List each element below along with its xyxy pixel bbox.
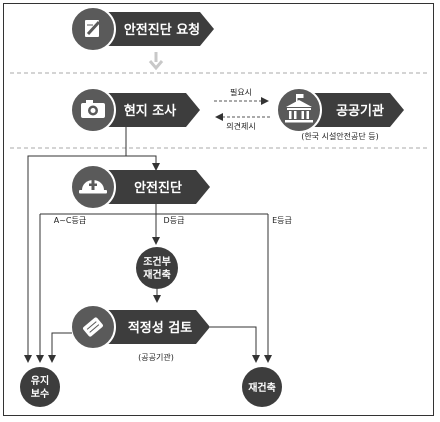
camera-icon bbox=[81, 100, 105, 118]
grade-ac-label: A~C등급 bbox=[54, 216, 86, 225]
magnifier-document-icon bbox=[83, 317, 103, 337]
grade-branch-lines: A~C등급 D등급 E등급 bbox=[36, 204, 292, 363]
review-output-lines bbox=[48, 326, 260, 363]
survey-branch-lines bbox=[24, 127, 160, 363]
if-needed-label: 필요시 bbox=[230, 87, 252, 97]
agency-label: 공공기관 bbox=[336, 103, 384, 119]
diagnosis-label: 안전진단 bbox=[134, 180, 182, 196]
survey-agency-arrows: 필요시 의견제시 bbox=[214, 87, 270, 131]
opinion-label: 의견제시 bbox=[226, 121, 255, 131]
request-to-survey-arrow bbox=[148, 52, 164, 71]
review-note: (공공기관) bbox=[138, 352, 174, 362]
rebuild-node: 재건축 bbox=[242, 367, 282, 407]
agency-note: (한국 시설안전공단 등) bbox=[301, 131, 379, 141]
request-node: 안전진단 요청 bbox=[70, 6, 214, 52]
conditional-line2: 재건축 bbox=[143, 268, 171, 281]
grade-d-label: D등급 bbox=[164, 216, 185, 225]
maintain-line2: 보수 bbox=[31, 388, 49, 400]
survey-label: 현지 조사 bbox=[124, 103, 176, 119]
maintain-line1: 유지 bbox=[31, 374, 49, 387]
conditional-node: 조건부 재건축 bbox=[136, 247, 178, 289]
hard-hat-icon bbox=[79, 180, 107, 194]
survey-node: 현지 조사 bbox=[70, 87, 200, 133]
grade-e-label: E등급 bbox=[272, 216, 292, 225]
pencil-note-icon bbox=[85, 20, 101, 37]
diagram-frame bbox=[3, 3, 434, 416]
government-building-icon bbox=[285, 94, 313, 123]
review-label: 적정성 검토 bbox=[128, 320, 192, 336]
review-node: 적정성 검토 (공공기관) bbox=[70, 304, 210, 362]
maintain-node: 유지 보수 bbox=[20, 367, 60, 407]
request-label: 안전진단 요청 bbox=[124, 22, 200, 38]
agency-node: 공공기관 (한국 시설안전공단 등) bbox=[276, 87, 404, 141]
diagnosis-node: 안전진단 bbox=[70, 164, 210, 210]
conditional-line1: 조건부 bbox=[143, 255, 171, 268]
rebuild-label: 재건축 bbox=[248, 381, 276, 394]
